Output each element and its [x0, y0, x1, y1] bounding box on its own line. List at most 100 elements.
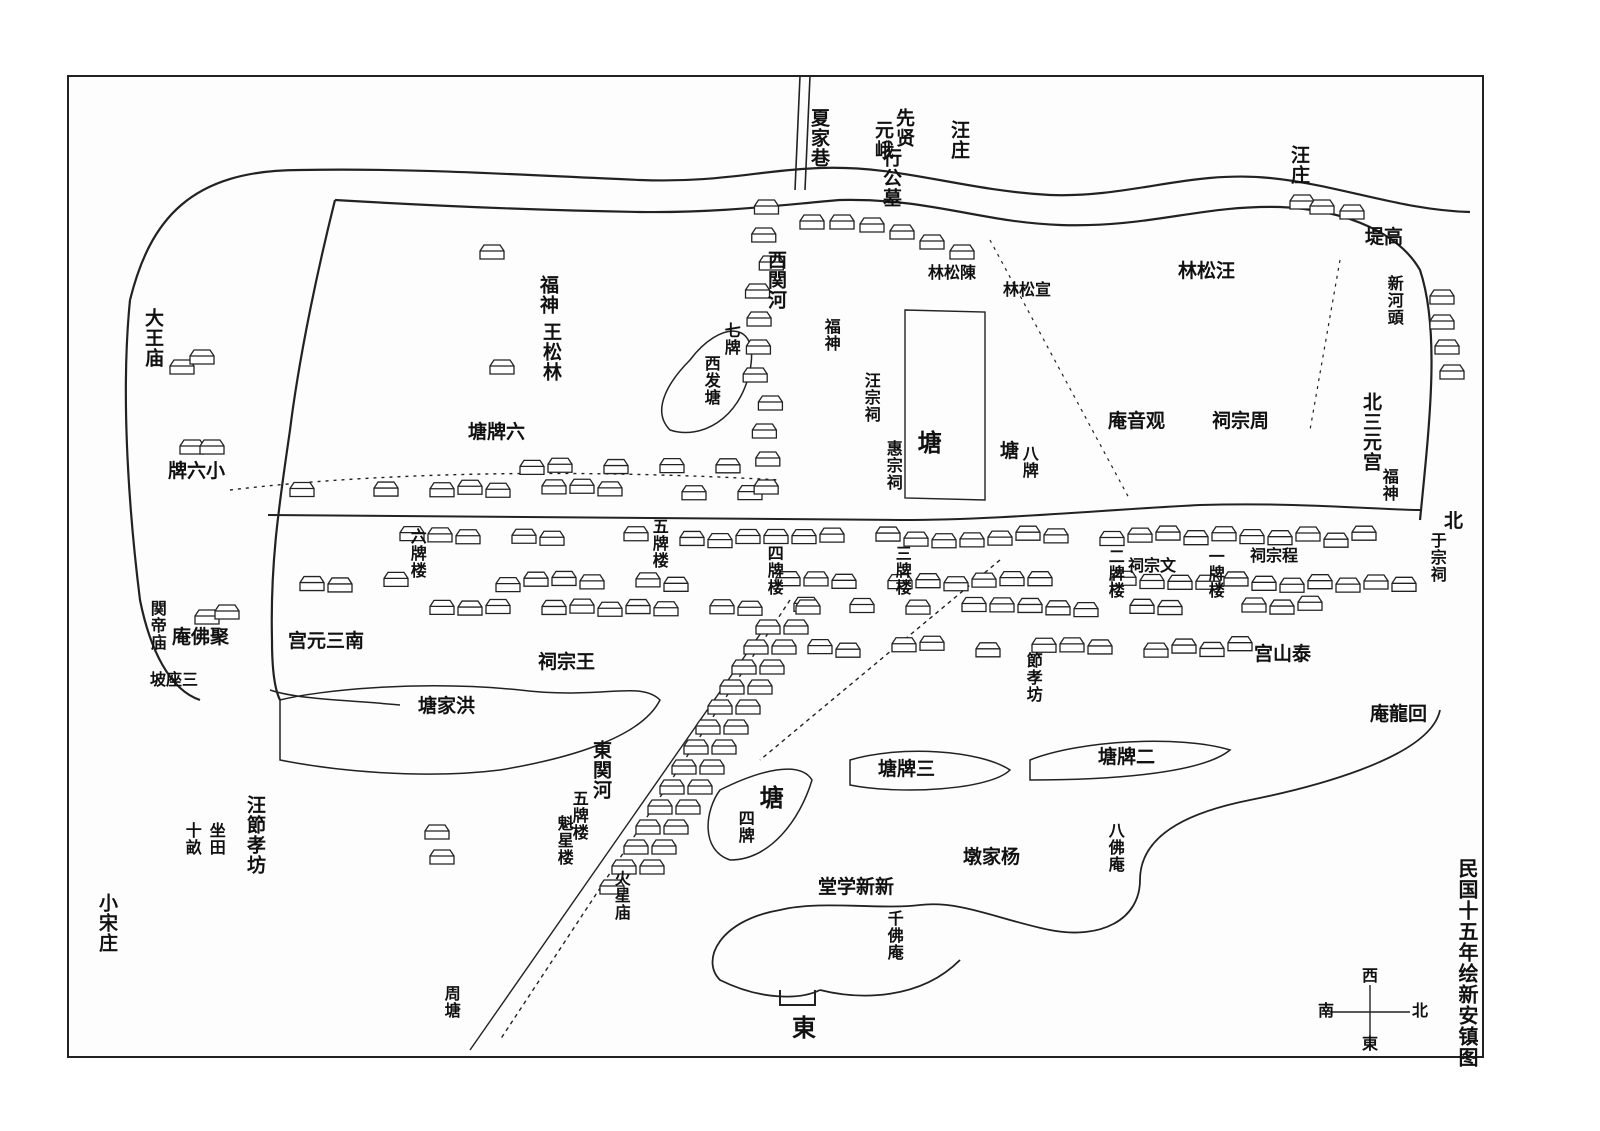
house-icon	[485, 598, 511, 615]
label-nan-sanyuangong: 宫元三南	[288, 630, 365, 652]
main-street-south	[269, 689, 401, 706]
house-icon	[547, 457, 573, 473]
house-icon	[829, 214, 855, 230]
house-icon	[949, 244, 975, 260]
house-icon	[943, 576, 969, 592]
label-yu-zongci: 于宗祠	[1427, 532, 1447, 583]
label-sanpaitang: 塘牌三	[878, 758, 936, 780]
label-tomb-c: 行公墓	[879, 148, 902, 208]
house-icon	[539, 530, 565, 546]
label-jufoan: 庵佛聚	[172, 626, 230, 648]
house-icon	[1171, 638, 1197, 654]
house-icon	[651, 839, 677, 855]
house-icon	[746, 311, 772, 327]
house-icon	[579, 574, 605, 590]
house-icon	[1111, 570, 1137, 586]
house-icon	[489, 359, 515, 375]
house-icon	[1211, 526, 1237, 542]
pond-sanpai	[849, 750, 1012, 791]
house-icon	[424, 824, 450, 840]
house-icon	[744, 283, 771, 299]
house-icon	[1351, 525, 1377, 541]
house-icon	[597, 601, 623, 617]
house-icon	[751, 423, 778, 439]
house-icon	[723, 719, 749, 735]
label-bei: 北	[1444, 510, 1464, 532]
house-icon	[569, 478, 595, 494]
house-icon	[743, 639, 769, 655]
west-creek	[124, 299, 201, 702]
house-icon	[751, 227, 777, 243]
compass-south: 南	[1318, 1001, 1335, 1020]
house-icon	[1269, 599, 1295, 615]
house-icon	[635, 819, 661, 835]
label-bapai-tang: 塘	[1000, 440, 1020, 462]
house-icon	[889, 224, 915, 240]
house-icon	[639, 859, 665, 875]
label-liupailou: 六牌楼	[407, 528, 427, 579]
label-sipailou: 四牌楼	[764, 545, 784, 596]
house-icon	[891, 637, 917, 653]
house-icon	[1017, 597, 1043, 614]
label-kuixinglou: 魁星楼	[554, 815, 574, 866]
label-zuotian: 坐田	[206, 822, 226, 856]
house-icon	[1015, 525, 1041, 541]
house-icon	[1199, 641, 1225, 658]
house-icon	[479, 244, 505, 260]
label-xinhetou: 新河頭	[1384, 275, 1404, 326]
house-icon	[1251, 575, 1277, 591]
house-icon	[623, 526, 649, 542]
pond-sipai	[707, 768, 813, 861]
house-icon	[569, 598, 595, 614]
label-fushen-c: 福神	[821, 318, 841, 352]
house-icon	[541, 599, 567, 616]
house-icon	[959, 532, 985, 548]
house-icon	[737, 600, 763, 616]
compass-east: 東	[1362, 1034, 1379, 1053]
house-icon	[1043, 528, 1069, 544]
label-tang-c: 塘	[913, 430, 943, 455]
house-icon	[1309, 199, 1335, 215]
house-icon	[1129, 598, 1155, 614]
compass-north: 北	[1412, 1001, 1429, 1020]
house-icon	[1155, 525, 1181, 541]
house-icon	[799, 214, 825, 230]
house-icon	[1059, 637, 1085, 653]
house-icon	[695, 719, 721, 735]
east-gate	[779, 990, 816, 1006]
house-icon	[429, 482, 455, 498]
house-icon	[373, 481, 399, 497]
house-icon	[663, 576, 689, 592]
house-icon	[989, 597, 1015, 613]
house-icon	[1323, 532, 1349, 548]
label-bafoan: 八佛庵	[1105, 822, 1125, 873]
house-icon	[599, 879, 625, 895]
pond-xifa	[660, 330, 753, 434]
house-icon	[775, 571, 801, 587]
house-icon	[299, 575, 325, 592]
house-icon	[625, 598, 651, 615]
house-icon	[681, 485, 707, 501]
label-wang-songlin-ne: 林松汪	[1178, 260, 1236, 282]
compass-rose	[1330, 985, 1410, 1035]
label-xiguanhe: 西関河	[764, 250, 787, 310]
house-icon	[659, 779, 685, 795]
house-icon	[671, 759, 697, 775]
house-icon	[429, 849, 455, 865]
house-icon	[742, 367, 768, 383]
label-xiaoliupai: 牌六小	[168, 460, 226, 482]
house-icon	[1143, 642, 1169, 658]
house-icon	[795, 599, 821, 615]
river-north-bank	[128, 166, 1471, 301]
house-icon	[1127, 527, 1153, 543]
label-yipailou: 一牌楼	[1205, 548, 1225, 599]
house-icon	[1295, 526, 1321, 542]
label-sanzuopo: 坡座三	[150, 670, 199, 689]
house-icon	[961, 596, 987, 613]
house-icon	[763, 528, 789, 545]
house-icon	[1439, 364, 1465, 380]
house-icon	[455, 529, 481, 545]
house-icon	[999, 570, 1025, 587]
pond-center	[904, 309, 986, 501]
house-icon	[1195, 574, 1221, 590]
